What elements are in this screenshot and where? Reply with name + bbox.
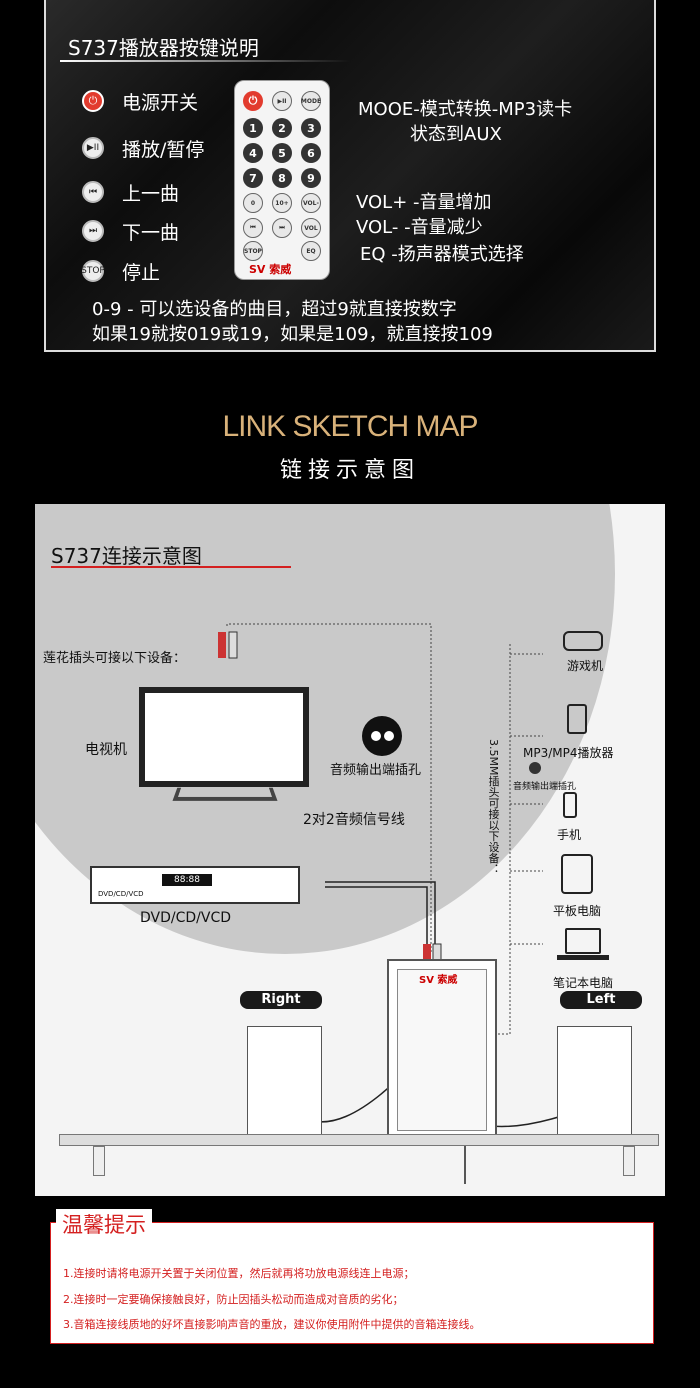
device-label-mp3: MP3/MP4播放器: [523, 746, 614, 760]
device-label-tablet: 平板电脑: [553, 904, 602, 918]
legend-label: 停止: [122, 261, 161, 284]
note-digits-1: 0-9 - 可以选设备的曲目，超过9就直接按数字: [92, 299, 457, 320]
remote-digit-button: 6: [301, 143, 321, 163]
remote-control: ⏻ ▶II MODE 1 2 3 4 5 6 7 8 9 0 10+ VOL- …: [234, 80, 330, 280]
speaker-panel: [397, 969, 487, 1131]
legend-stop: STOP 停止: [81, 258, 161, 284]
note-mode-1: MOOE-模式转换-MP3读卡: [358, 99, 573, 120]
main-speaker-back: SV 索威: [387, 959, 497, 1139]
rca-plug-red: [218, 632, 226, 658]
remote-brand-logo: SV 索威: [249, 263, 292, 276]
remote-stop-button: STOP: [243, 241, 263, 261]
tip-item: 3.音箱连接线质地的好坏直接影响声音的重放，建议你使用附件中提供的音箱连接线。: [63, 1318, 481, 1331]
remote-digit-button: 8: [272, 168, 292, 188]
section-heading-en: LINK SKETCH MAP: [222, 410, 478, 443]
remote-digit-button: 3: [301, 118, 321, 138]
rca-note: 莲花插头可接以下设备：: [43, 651, 187, 666]
stop-icon: STOP: [81, 260, 105, 282]
remote-vol-minus-button: VOL-: [301, 193, 321, 213]
rca-plug-white: [228, 631, 238, 659]
remote-next-button: ⏭: [272, 218, 292, 238]
legend-label: 播放/暂停: [122, 138, 205, 161]
legend-next: ⏭ 下一曲: [82, 218, 179, 244]
play-pause-icon: ▶II: [82, 137, 104, 159]
panel-title-underline: [60, 60, 350, 62]
shelf: [59, 1134, 659, 1146]
dvd-label: DVD/CD/VCD: [140, 910, 232, 926]
legend-label: 电源开关: [122, 91, 199, 114]
remote-eq-button: EQ: [301, 241, 321, 261]
shelf-leg: [93, 1146, 105, 1176]
remote-digit-button: 7: [243, 168, 263, 188]
diagram-title-underline: [51, 566, 291, 568]
remote-mode-button: MODE: [301, 91, 321, 111]
remote-vol-button: VOL: [301, 218, 321, 238]
device-label-game: 游戏机: [567, 659, 604, 673]
cable-label: 2对2音频信号线: [303, 812, 405, 828]
note-vol-plus: VOL+ -音量增加: [356, 192, 492, 213]
remote-digit-button: 2: [272, 118, 292, 138]
tv-stand: [172, 787, 278, 801]
remote-prev-button: ⏮: [243, 218, 263, 238]
laptop-icon: [565, 928, 601, 954]
jack-label: 音频输出端插孔: [330, 763, 422, 778]
tablet-icon: [561, 854, 593, 894]
phone-icon: [563, 792, 577, 818]
dvd-display: 88:88: [162, 874, 212, 886]
shelf-leg: [623, 1146, 635, 1176]
laptop-base: [557, 955, 609, 960]
previous-track-icon: ⏮: [82, 181, 104, 203]
diagram-title: S737连接示意图: [51, 544, 202, 568]
power-icon: ⏻: [82, 90, 104, 112]
rca-plug-red: [423, 944, 431, 964]
aux-note: 3.5MM插头可接以下设备：: [487, 739, 500, 875]
legend-previous: ⏮ 上一曲: [82, 179, 179, 205]
left-speaker: [557, 1026, 632, 1136]
dvd-panel-text: DVD/CD/VCD: [98, 890, 144, 898]
remote-power-button: ⏻: [243, 91, 263, 111]
game-console-icon: [563, 631, 603, 651]
tips-box: 1.连接时请将电源开关置于关闭位置，然后就再将功放电源线连上电源； 2.连接时一…: [50, 1222, 654, 1344]
tv-icon: [139, 687, 309, 787]
right-speaker-label: Right: [240, 991, 322, 1009]
note-eq: EQ -扬声器模式选择: [360, 244, 524, 265]
tip-item: 2.连接时一定要确保接触良好，防止因插头松动而造成对音质的劣化；: [63, 1293, 404, 1306]
next-track-icon: ⏭: [82, 220, 104, 242]
tips-title: 温馨提示: [56, 1209, 152, 1239]
tip-item: 1.连接时请将电源开关置于关闭位置，然后就再将功放电源线连上电源；: [63, 1267, 415, 1280]
device-label-jack: 音频输出端插孔: [513, 782, 577, 792]
remote-play-button: ▶II: [272, 91, 292, 111]
left-speaker-label: Left: [560, 991, 642, 1009]
panel-title: S737播放器按键说明: [68, 36, 259, 60]
section-heading-cn: 链接示意图: [279, 458, 420, 483]
remote-digit-button: 9: [301, 168, 321, 188]
audio-jack-icon: [529, 762, 541, 774]
legend-play-pause: ▶II 播放/暂停: [82, 135, 204, 161]
button-guide-panel: S737播放器按键说明 ⏻ 电源开关 ▶II 播放/暂停 ⏮ 上一曲 ⏭ 下一曲…: [44, 0, 656, 352]
audio-jack-icon: [362, 716, 402, 756]
remote-digit-button: 1: [243, 118, 263, 138]
legend-label: 上一曲: [122, 182, 180, 205]
device-label-phone: 手机: [557, 828, 582, 842]
note-vol-minus: VOL- -音量减少: [356, 217, 483, 238]
connection-diagram: S737连接示意图 莲花插头可接以下设备： 电视机 音频输出端插孔 2对2音频信…: [35, 504, 665, 1196]
tv-label: 电视机: [85, 742, 127, 758]
remote-digit-button: 0: [243, 193, 263, 213]
note-mode-2: 状态到AUX: [410, 124, 502, 145]
dvd-player-icon: 88:88 DVD/CD/VCD: [90, 866, 300, 904]
note-digits-2: 如果19就按019或19，如果是109，就直接按109: [92, 324, 493, 345]
right-speaker: [247, 1026, 322, 1136]
remote-digit-button: 4: [243, 143, 263, 163]
legend-label: 下一曲: [122, 221, 180, 244]
device-label-laptop: 笔记本电脑: [553, 976, 614, 990]
remote-ten-plus-button: 10+: [272, 193, 292, 213]
speaker-brand-logo: SV 索威: [419, 975, 458, 986]
remote-digit-button: 5: [272, 143, 292, 163]
mp3-player-icon: [567, 704, 587, 734]
legend-power: ⏻ 电源开关: [82, 88, 198, 114]
